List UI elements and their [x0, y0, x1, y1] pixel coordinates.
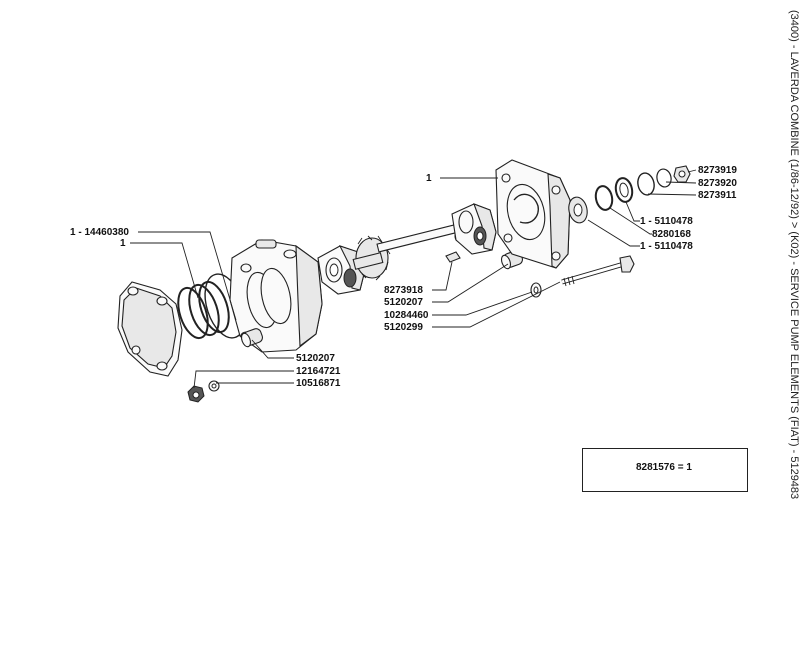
label-10516871: 10516871: [296, 378, 341, 389]
dowel-pin-part: [240, 328, 263, 348]
part-labels: 1 8273919 8273920 8273911 1 - 5110478 82…: [70, 165, 737, 389]
label-1-top: 1: [426, 173, 432, 184]
label-1-14460380: 1 - 14460380: [70, 227, 129, 238]
page-title: (3400) - LAVERDA COMBINE (1/86-12/92) > …: [784, 10, 804, 650]
bushing-plate-right-part: [451, 203, 497, 255]
leader-lines: [130, 169, 697, 389]
drive-gear-part: [352, 223, 462, 281]
label-1-5110478-a: 1 - 5110478: [640, 216, 693, 227]
label-8273918: 8273918: [384, 285, 423, 296]
nut-washer-part: [187, 380, 220, 403]
kit-box: [582, 448, 748, 492]
long-bolt-part: [561, 255, 635, 287]
label-8273920: 8273920: [698, 178, 737, 189]
kit-label: 8281576 = 1: [636, 462, 692, 473]
label-5120207-b: 5120207: [296, 353, 335, 364]
shaft-seal-rings-part: [568, 165, 691, 224]
front-cover-part: [495, 159, 571, 269]
label-5120299: 5120299: [384, 322, 423, 333]
label-10284460: 10284460: [384, 310, 429, 321]
label-12164721: 12164721: [296, 366, 341, 377]
label-1-left: 1: [120, 238, 126, 249]
label-5120207-a: 5120207: [384, 297, 423, 308]
page-title-text: (3400) - LAVERDA COMBINE (1/86-12/92) > …: [788, 10, 800, 500]
label-8273919: 8273919: [698, 165, 737, 176]
key-part: [445, 251, 461, 263]
small-washer-part: [530, 282, 542, 298]
label-1-5110478-b: 1 - 5110478: [640, 241, 693, 252]
label-8273911: 8273911: [698, 190, 737, 201]
rear-cover-part: [117, 281, 183, 377]
label-8280168: 8280168: [652, 229, 691, 240]
